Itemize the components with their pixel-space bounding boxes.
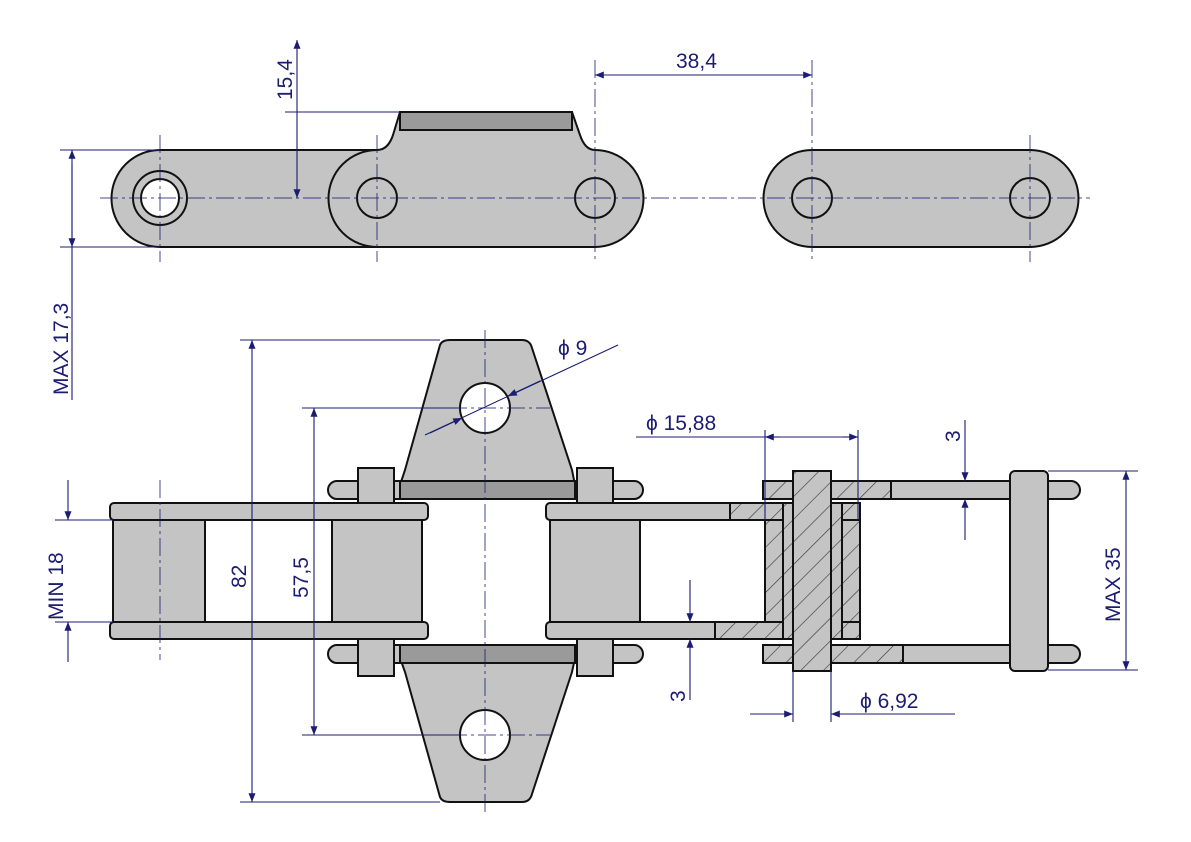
attachment-plate — [327, 111, 645, 248]
dim-attachment-hole-spacing: 57,5 — [290, 557, 313, 598]
pin-right — [1009, 470, 1049, 672]
section-roller — [764, 519, 784, 623]
dim-plate-height: MAX 17,3 — [50, 303, 73, 395]
plan-view: 82 57,5 ϕ 9 MIN 18 ϕ 15,88 3 3 — [45, 330, 1138, 812]
dim-plate-thickness-bottom: 3 — [667, 690, 690, 702]
dim-inner-width: MIN 18 — [45, 552, 68, 620]
section-pin — [792, 470, 832, 672]
dim-pin-diameter: ϕ 6,92 — [860, 690, 918, 713]
attachment-top — [399, 111, 573, 131]
dim-overall-width: MAX 35 — [1102, 547, 1125, 622]
roller — [549, 519, 641, 623]
dim-plate-thickness-top: 3 — [942, 430, 965, 442]
inner-plate — [109, 621, 429, 640]
dim-attachment-hole: ϕ 9 — [558, 337, 587, 360]
side-view: 15,4 38,4 MAX 17,3 — [50, 40, 1090, 400]
dim-roller-diameter: ϕ 15,88 — [646, 412, 716, 435]
roller — [112, 519, 206, 623]
dim-attachment-overall: 82 — [228, 565, 251, 588]
section-roller — [841, 519, 861, 623]
roller — [331, 519, 423, 623]
dim-pitch: 38,4 — [676, 50, 717, 73]
inner-plate — [109, 502, 429, 521]
dim-attachment-height: 15,4 — [274, 59, 297, 100]
